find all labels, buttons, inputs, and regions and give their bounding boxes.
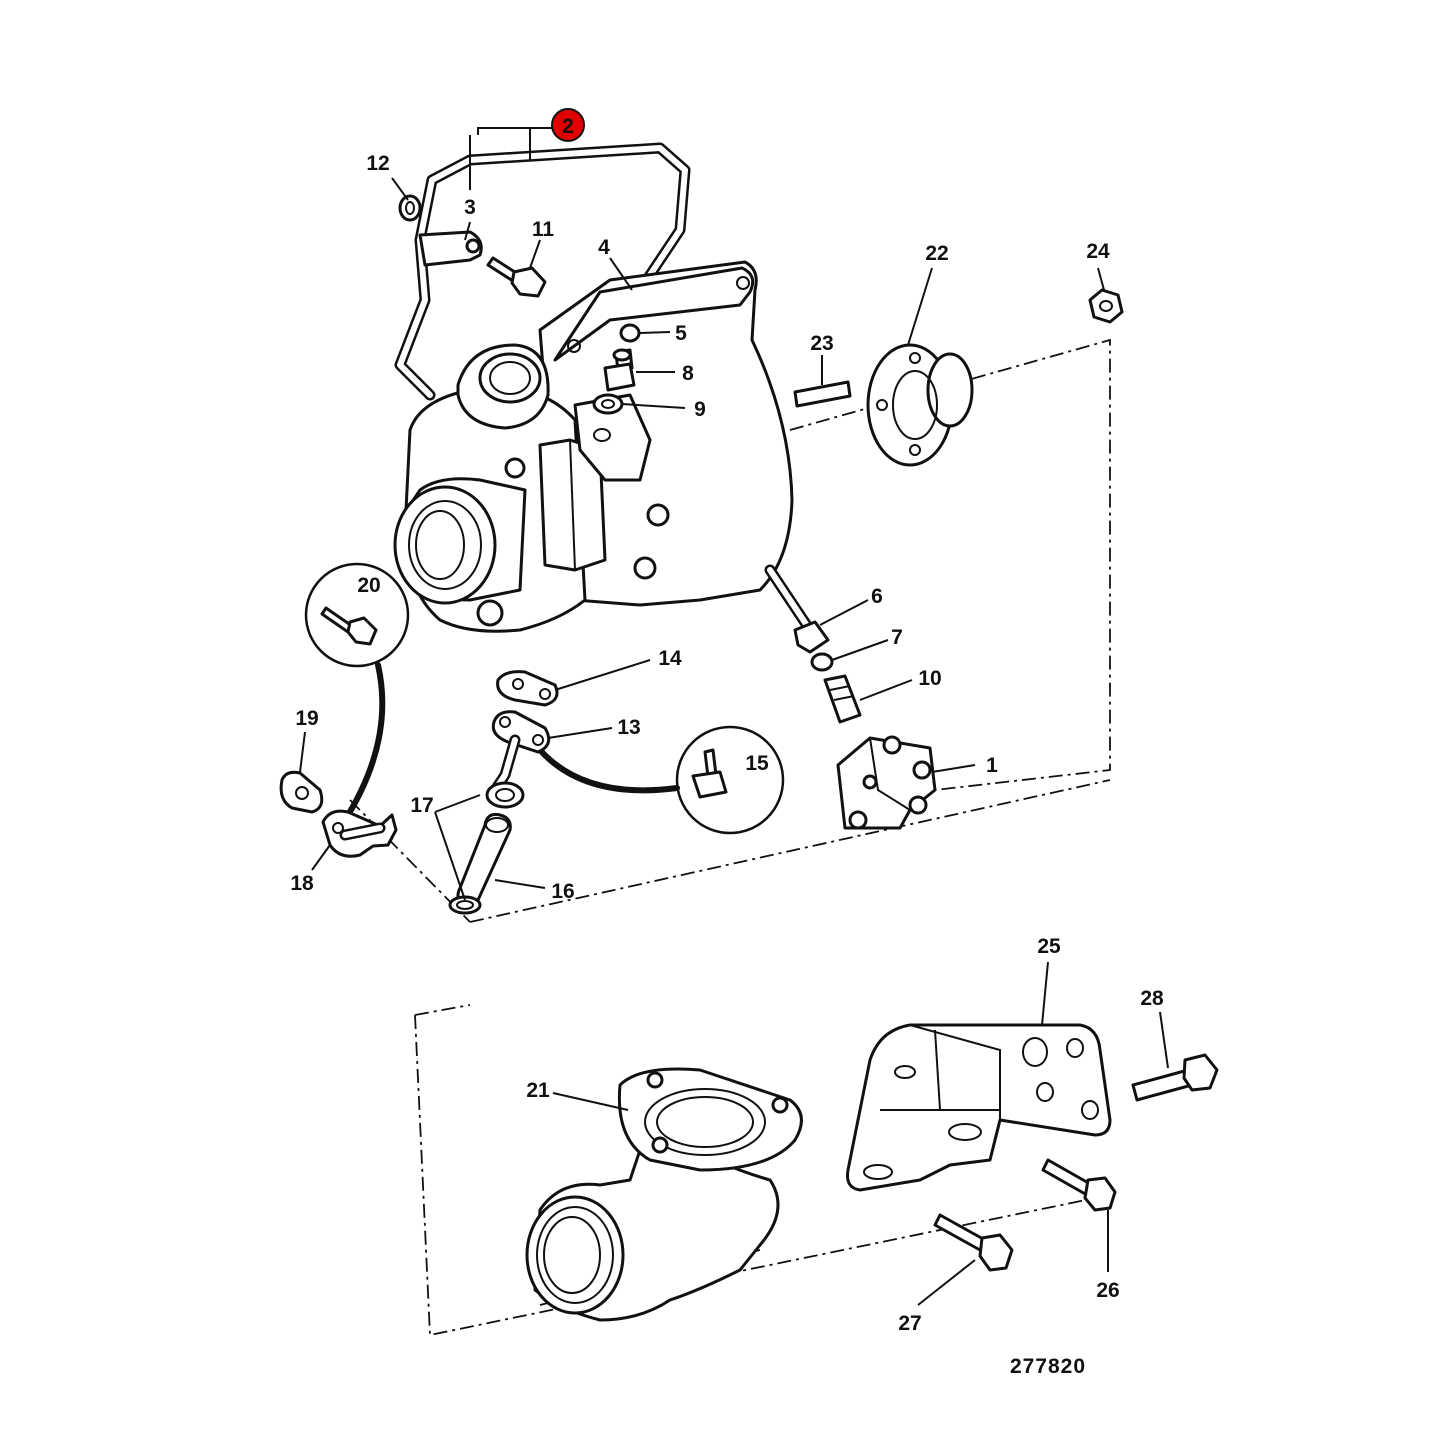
callout-2-highlighted[interactable]: 2	[551, 108, 585, 142]
callout-27[interactable]: 27	[898, 1312, 921, 1335]
bolt-26	[1041, 1158, 1117, 1212]
callout-6[interactable]: 6	[871, 585, 883, 608]
gasket-14	[496, 670, 559, 707]
washer-9	[592, 393, 624, 415]
gasket-19	[279, 770, 324, 814]
detail-circle-20	[304, 562, 410, 668]
callout-28[interactable]: 28	[1140, 987, 1164, 1010]
callout-21[interactable]: 21	[526, 1079, 550, 1102]
turbocharger	[393, 260, 816, 636]
bolt-11	[486, 256, 547, 298]
callout-26[interactable]: 26	[1096, 1279, 1119, 1302]
leader-lines	[299, 127, 1169, 1306]
nut-24	[1088, 288, 1124, 324]
callout-9[interactable]: 9	[694, 398, 706, 421]
exhaust-elbow-21	[525, 1067, 803, 1322]
adapter-8	[603, 348, 636, 392]
callout-14[interactable]: 14	[658, 647, 682, 670]
pipe-clamp	[418, 230, 483, 267]
callout-12[interactable]: 12	[366, 152, 389, 175]
flange-pipe-13	[485, 710, 551, 809]
callout-19[interactable]: 19	[295, 707, 318, 730]
callout-10[interactable]: 10	[918, 667, 941, 690]
callout-22[interactable]: 22	[925, 242, 948, 265]
adapter-10	[823, 674, 862, 724]
callout-18[interactable]: 18	[290, 872, 314, 895]
leader-cable-15	[537, 747, 680, 794]
callout-3[interactable]: 3	[464, 196, 476, 219]
seal-5	[619, 323, 641, 343]
bolt-28	[1131, 1053, 1219, 1102]
leader-cable-20	[342, 662, 386, 823]
washer-12	[398, 194, 422, 222]
drawing-number: 277820	[1010, 1355, 1086, 1378]
callout-15[interactable]: 15	[745, 752, 769, 775]
olive-7	[810, 652, 834, 672]
callout-7[interactable]: 7	[891, 626, 903, 649]
stud-23	[793, 380, 852, 408]
callout-24[interactable]: 24	[1086, 240, 1110, 263]
nut-6	[793, 620, 830, 654]
callout-8[interactable]: 8	[682, 362, 694, 385]
support-bracket-25	[846, 1023, 1112, 1192]
bolt-27	[933, 1213, 1014, 1272]
oil-feed-pipe[interactable]	[394, 142, 691, 401]
flange-22	[866, 343, 974, 467]
hose-16	[456, 813, 512, 909]
callout-11[interactable]: 11	[532, 218, 555, 241]
callout-13[interactable]: 13	[617, 716, 640, 739]
callout-16[interactable]: 16	[551, 880, 574, 903]
callout-17[interactable]: 17	[410, 794, 433, 817]
callout-1[interactable]: 1	[986, 754, 998, 777]
drain-flange-1	[836, 735, 937, 830]
callout-5[interactable]: 5	[675, 322, 687, 345]
callout-20[interactable]: 20	[357, 574, 380, 597]
callout-2: 2	[562, 115, 574, 138]
callout-23[interactable]: 23	[810, 332, 833, 355]
detail-circle-15	[675, 725, 785, 835]
callout-4[interactable]: 4	[598, 236, 610, 259]
callout-25[interactable]: 25	[1037, 935, 1061, 958]
elbow-18	[321, 809, 398, 858]
